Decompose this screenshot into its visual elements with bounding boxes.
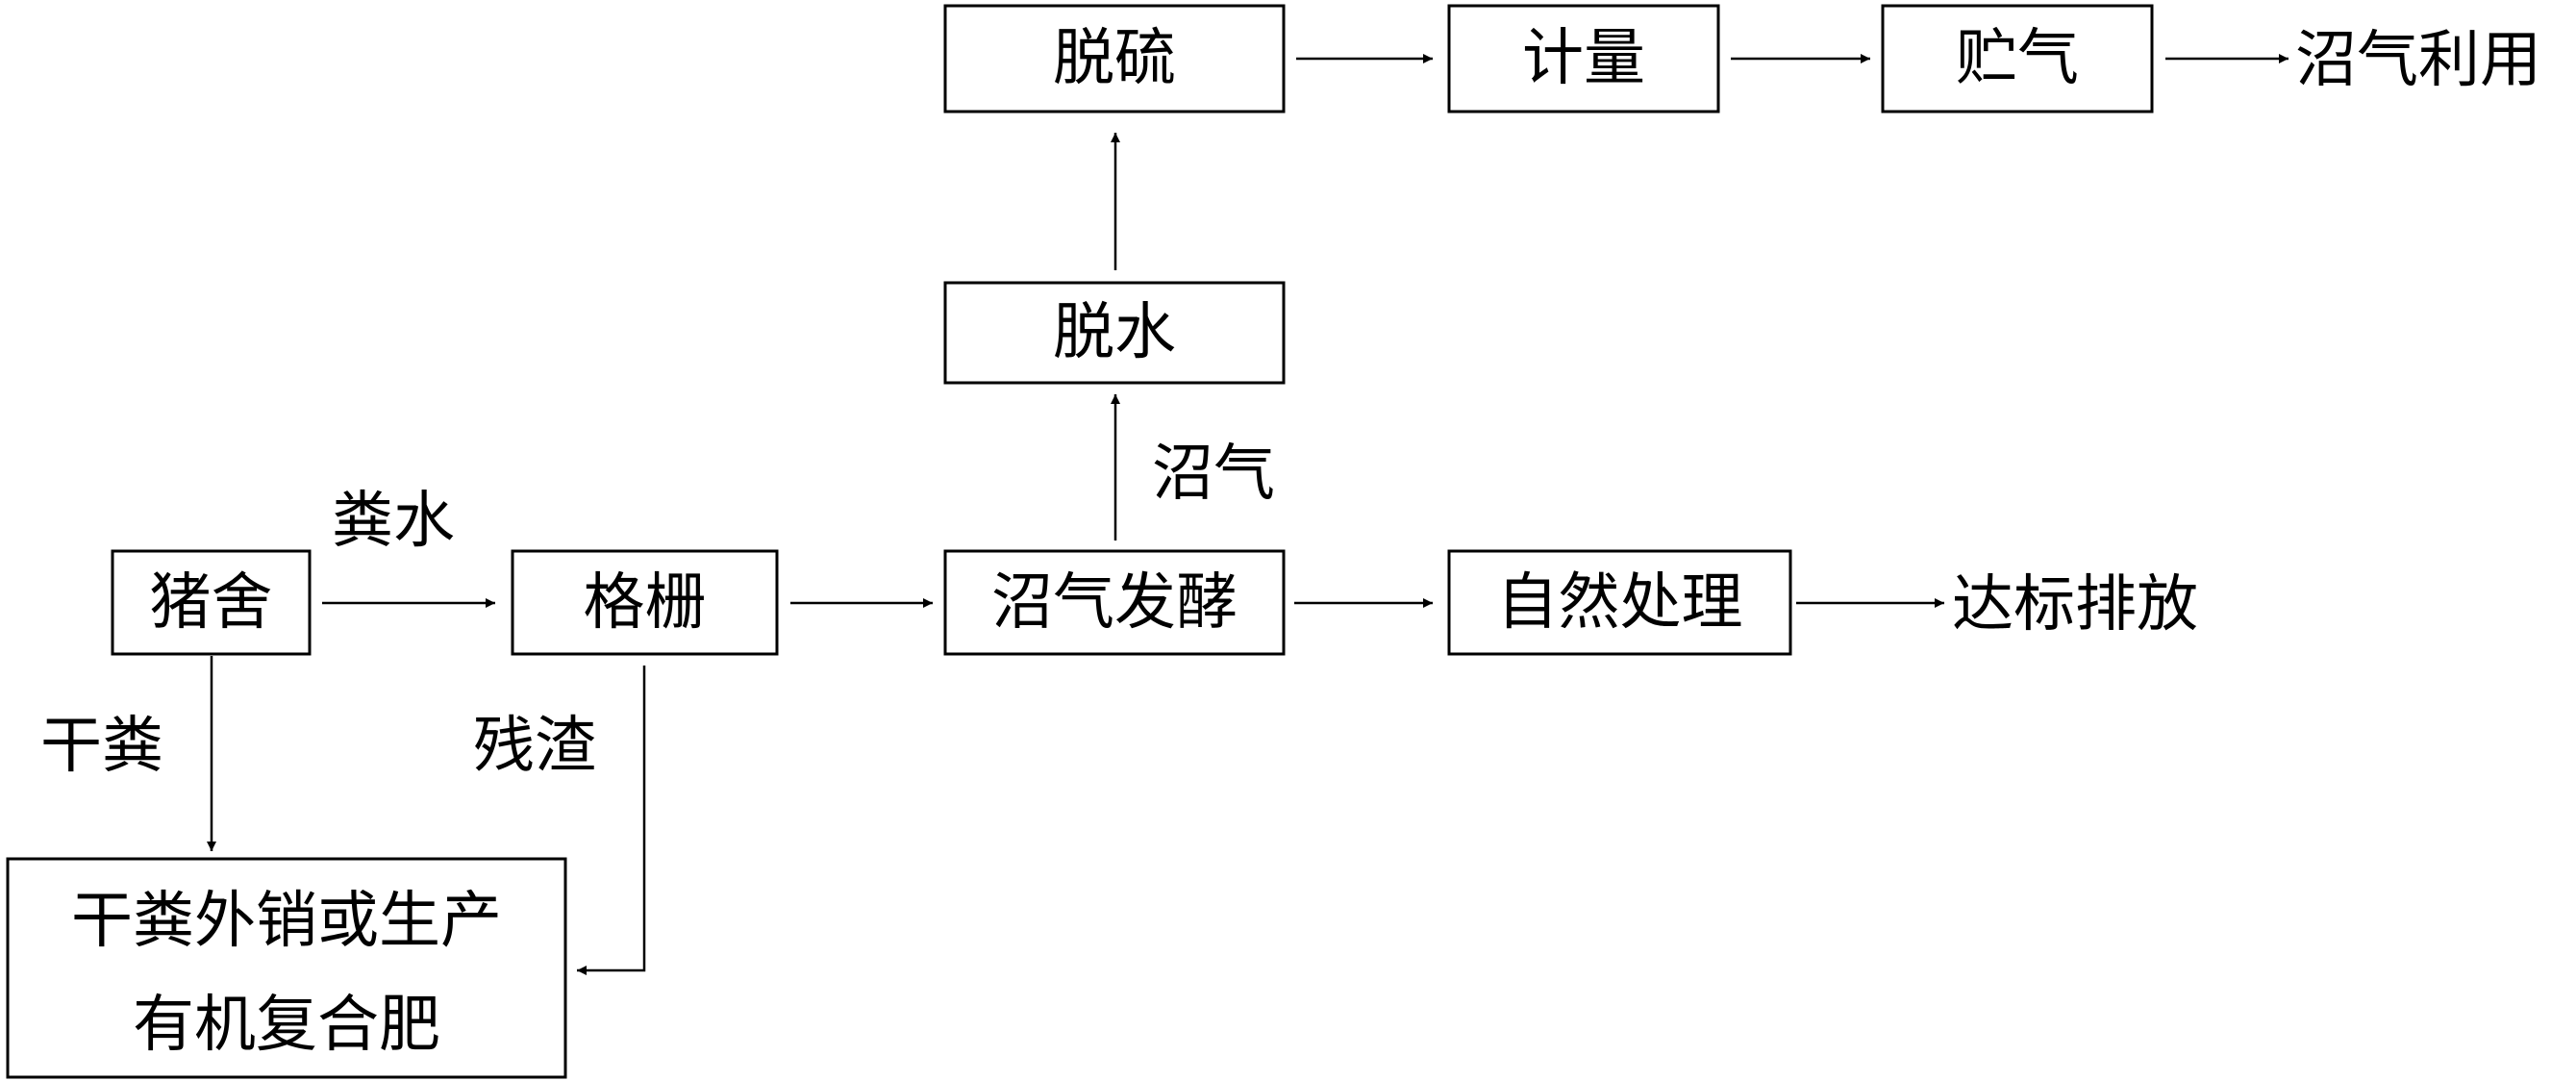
node-pigsty-label: 猪舍 <box>150 567 273 639</box>
node-metering-label: 计量 <box>1522 23 1645 94</box>
node-grille: 格栅 <box>511 549 779 656</box>
node-gas-storage-label: 贮气 <box>1956 23 2079 94</box>
node-fermentation: 沼气发酵 <box>943 549 1286 656</box>
node-desulfurization-label: 脱硫 <box>1053 23 1176 94</box>
edge-label-residue: 残渣 <box>473 711 596 782</box>
node-fermentation-label: 沼气发酵 <box>991 567 1238 639</box>
edge-label-manure-water: 粪水 <box>332 486 455 557</box>
node-natural-treatment-label: 自然处理 <box>1497 567 1743 639</box>
node-dry-manure-sale-line1: 干粪外销或生产 <box>71 886 502 957</box>
node-dewatering-label: 脱水 <box>1053 297 1176 368</box>
node-metering: 计量 <box>1447 4 1720 113</box>
node-dry-manure-sale: 干粪外销或生产 有机复合肥 <box>6 857 567 1079</box>
node-dewatering: 脱水 <box>943 281 1286 385</box>
terminal-biogas-use: 沼气利用 <box>2295 25 2541 96</box>
edge-label-dry-manure: 干粪 <box>40 711 163 782</box>
edge-label-biogas: 沼气 <box>1152 439 1275 510</box>
edge-grille-to-dry-manure-sale <box>577 666 646 975</box>
node-gas-storage: 贮气 <box>1881 4 2154 113</box>
node-grille-label: 格栅 <box>584 567 707 639</box>
node-dry-manure-sale-line2: 有机复合肥 <box>133 990 440 1061</box>
node-desulfurization: 脱硫 <box>943 4 1286 113</box>
node-natural-treatment: 自然处理 <box>1447 549 1792 656</box>
terminal-discharge: 达标排放 <box>1952 569 2198 641</box>
node-pigsty: 猪舍 <box>111 549 312 656</box>
